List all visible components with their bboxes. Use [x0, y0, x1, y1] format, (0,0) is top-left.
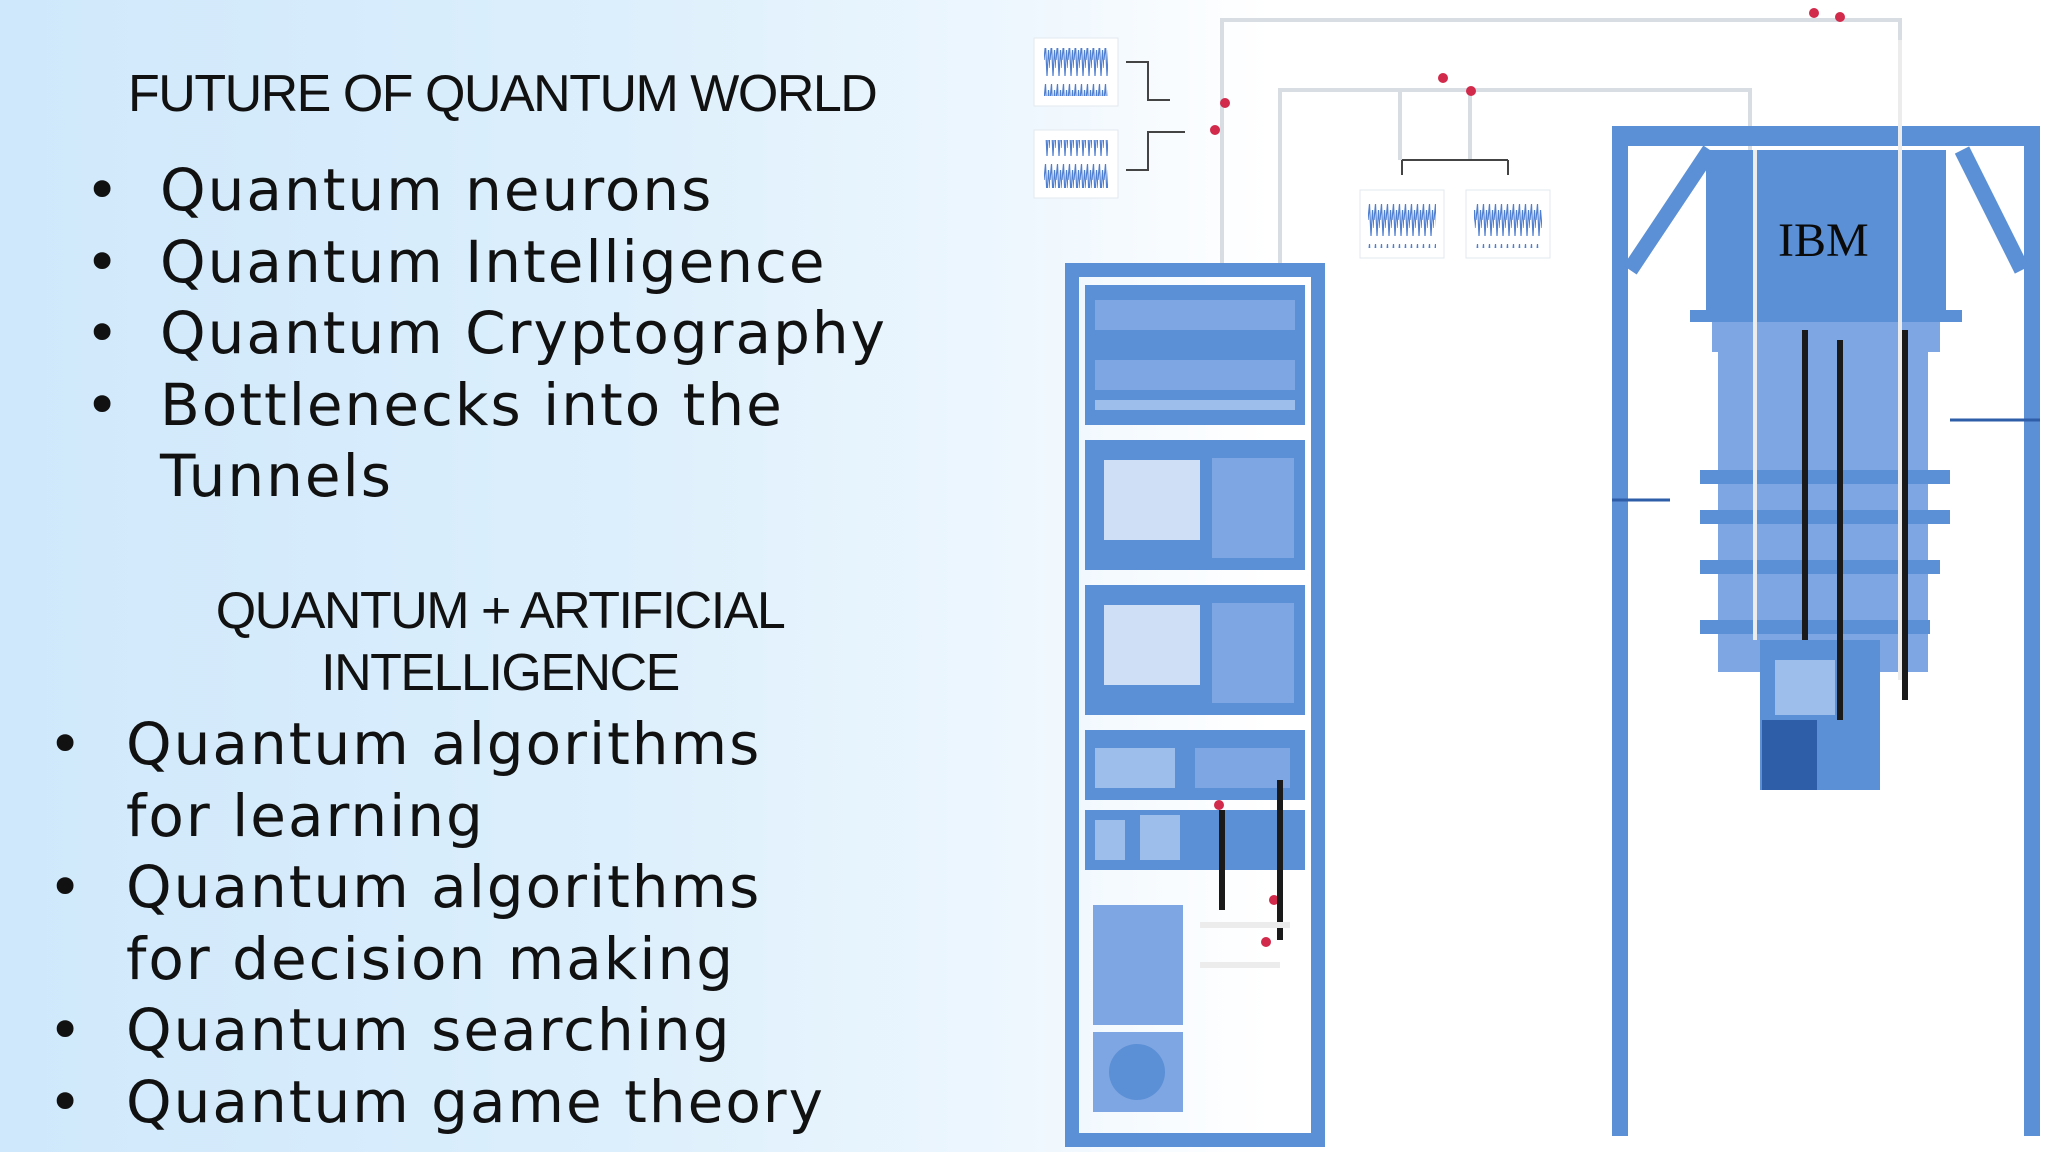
section-title-quantum-ai: QUANTUM + ARTIFICIAL INTELLIGENCE	[180, 580, 820, 704]
list-item: Quantum game theory	[48, 1067, 866, 1139]
list-item: Quantum searching	[48, 995, 866, 1067]
list-item: Quantum neurons	[85, 155, 1020, 227]
future-list: Quantum neurons Quantum Intelligence Qua…	[85, 155, 1020, 513]
section-title-future: FUTURE OF QUANTUM WORLD	[128, 65, 878, 123]
list-item: Quantum algorithms for decision making	[48, 852, 866, 995]
ibm-label: IBM	[1778, 214, 1869, 267]
list-item: Quantum algorithms for learning	[48, 709, 866, 852]
dilution-refrigerator-icon: IBM	[1612, 40, 2040, 1136]
list-item: Bottlenecks into the Tunnels	[85, 370, 1020, 513]
waveform-icon	[1033, 37, 1551, 259]
list-item: Quantum Intelligence	[85, 227, 1020, 299]
server-rack-icon	[1065, 263, 1325, 1147]
title-line: QUANTUM + ARTIFICIAL	[215, 582, 786, 640]
title-line: INTELLIGENCE	[321, 644, 680, 702]
list-item: Quantum Cryptography	[85, 298, 1020, 370]
quantum-computer-illustration: IBM	[1033, 8, 2040, 1147]
quantum-ai-list: Quantum algorithms for learning Quantum …	[48, 709, 866, 1139]
